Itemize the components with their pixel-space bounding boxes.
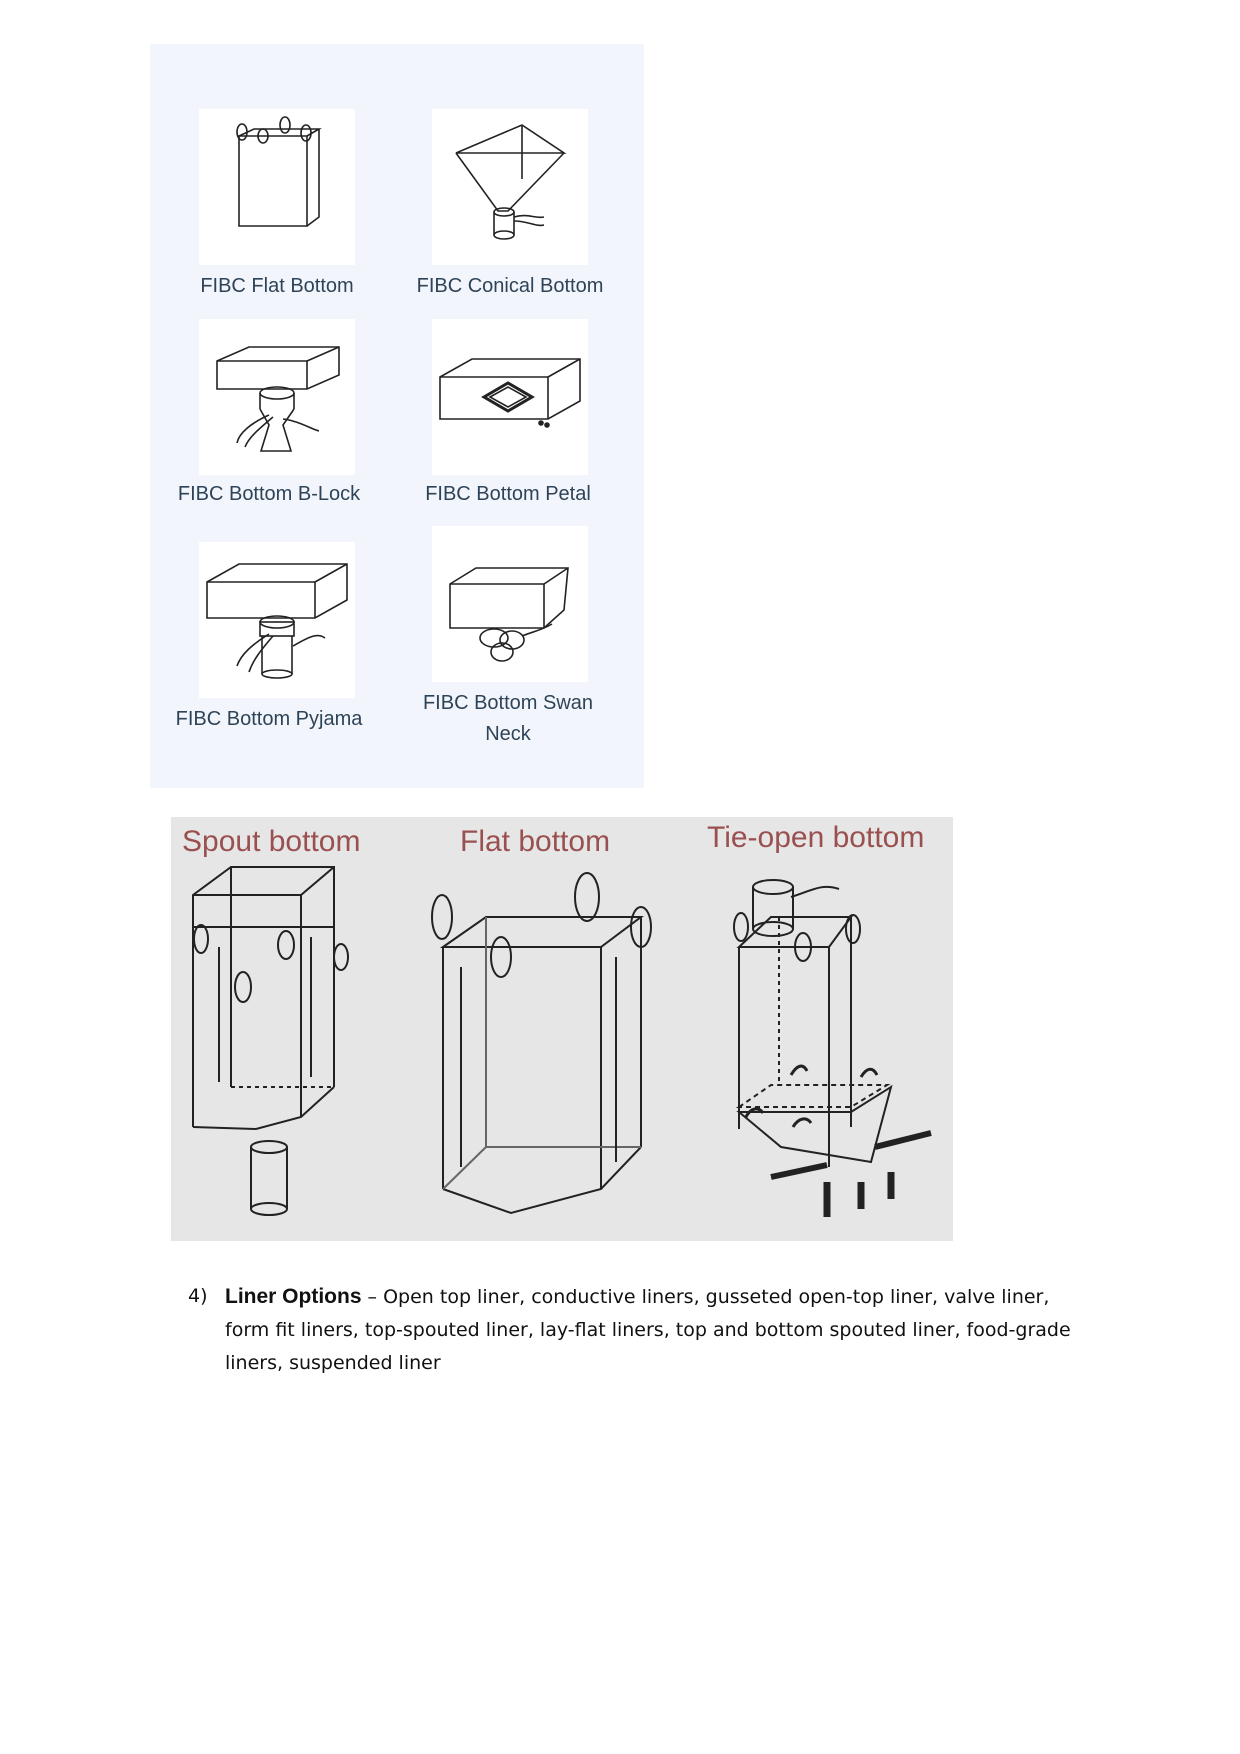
caption-neck: Neck: [388, 719, 628, 750]
flat-bottom-illustration: [199, 109, 355, 265]
caption-flat-bottom: FIBC Flat Bottom: [157, 271, 397, 302]
title-flat-bottom: Flat bottom: [460, 825, 610, 859]
list-item-term: Liner Options: [225, 1285, 362, 1308]
b-lock-bottom-illustration: [199, 319, 355, 475]
title-tie-open-bottom: Tie-open bottom: [707, 821, 924, 855]
caption-petal: FIBC Bottom Petal: [388, 479, 628, 510]
caption-swan: FIBC Bottom Swan: [388, 688, 628, 719]
list-number: 4): [188, 1280, 208, 1313]
swan-neck-bottom-illustration: [432, 526, 588, 682]
spout-bottom-bag-illustration: [193, 867, 348, 1215]
caption-pyjama: FIBC Bottom Pyjama: [149, 704, 389, 735]
title-spout-bottom: Spout bottom: [182, 825, 360, 859]
list-item-body: Liner Options – Open top liner, conducti…: [225, 1280, 1085, 1380]
flat-bottom-bag-illustration: [432, 873, 651, 1213]
pyjama-bottom-illustration: [199, 542, 355, 698]
caption-conical-bottom: FIBC Conical Bottom: [390, 271, 630, 302]
caption-b-lock: FIBC Bottom B-Lock: [149, 479, 389, 510]
tie-open-bottom-bag-illustration: [734, 880, 931, 1217]
petal-bottom-illustration: [432, 319, 588, 475]
fibc-bottom-types-figure: FIBC Flat Bottom FIBC Conical Bottom: [150, 44, 644, 788]
conical-bottom-illustration: [432, 109, 588, 265]
bag-bottom-styles-figure: Spout bottom Flat bottom Tie-open bottom: [171, 817, 953, 1241]
